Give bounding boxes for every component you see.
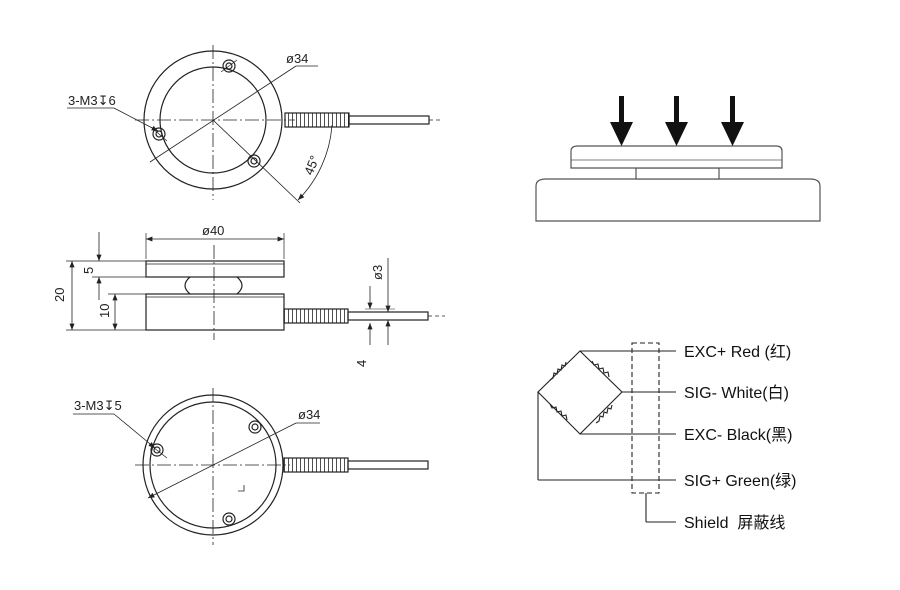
down-arrow-3 [721,96,744,146]
wiring-diagram [537,342,676,523]
wire-sig-neg: SIG- White(白) [684,384,789,402]
angle-label: 45° [301,153,322,177]
upper-plate [145,260,285,278]
cable-offset-label: 4 [354,360,369,367]
side-width-label: ø40 [202,223,224,238]
resistor-1 [549,361,567,381]
cable-thread [284,112,350,128]
neck-right [236,276,243,295]
lower-body [145,293,285,331]
mount-hole-2 [150,126,168,142]
wire-shield: Shield 屏蔽线 [684,514,785,532]
bottom-view [73,388,429,545]
side-view [66,232,445,345]
top-view [67,45,443,204]
down-arrow-1 [610,96,633,146]
side-lower-label: 10 [97,304,112,318]
neck-left [184,276,191,295]
bottom-hole-2 [148,443,168,459]
bottom-dia-label: ø34 [298,407,320,422]
top-dia-label: ø34 [286,51,308,66]
resistor-2 [591,360,610,378]
angle-arc [297,124,333,201]
bridge-diamond [537,350,623,435]
side-gap-label: 5 [81,267,96,274]
wire-exc-neg: EXC- Black(黑) [684,427,792,444]
mount-hole-3 [247,154,261,168]
resistor-4 [595,404,613,424]
cable-dia-label: ø3 [370,265,385,280]
cable [348,115,430,125]
base-block [535,178,821,222]
sensor-top [570,145,783,169]
bottom-hole-3 [222,512,236,526]
wire-sig-pos: SIG+ Green(绿) [684,472,796,490]
bottom-cable-thread [283,457,349,473]
side-cable [347,311,429,321]
load-arrows [610,96,744,146]
load-illustration [535,145,821,222]
side-height-label: 20 [52,288,67,302]
down-arrow-2 [665,96,688,146]
bottom-holes-label: 3-M3↧5 [74,398,122,413]
side-cable-thread [283,308,349,324]
shield-box [631,342,660,494]
top-holes-label: 3-M3↧6 [68,93,116,108]
bottom-cable [347,460,429,470]
mount-hole-1 [220,59,238,73]
bottom-hole-1 [248,420,262,434]
resistor-3 [549,403,568,421]
dia-leader [149,65,297,163]
neck-block [635,167,720,180]
wire-exc-pos: EXC+ Red (红) [684,343,791,361]
